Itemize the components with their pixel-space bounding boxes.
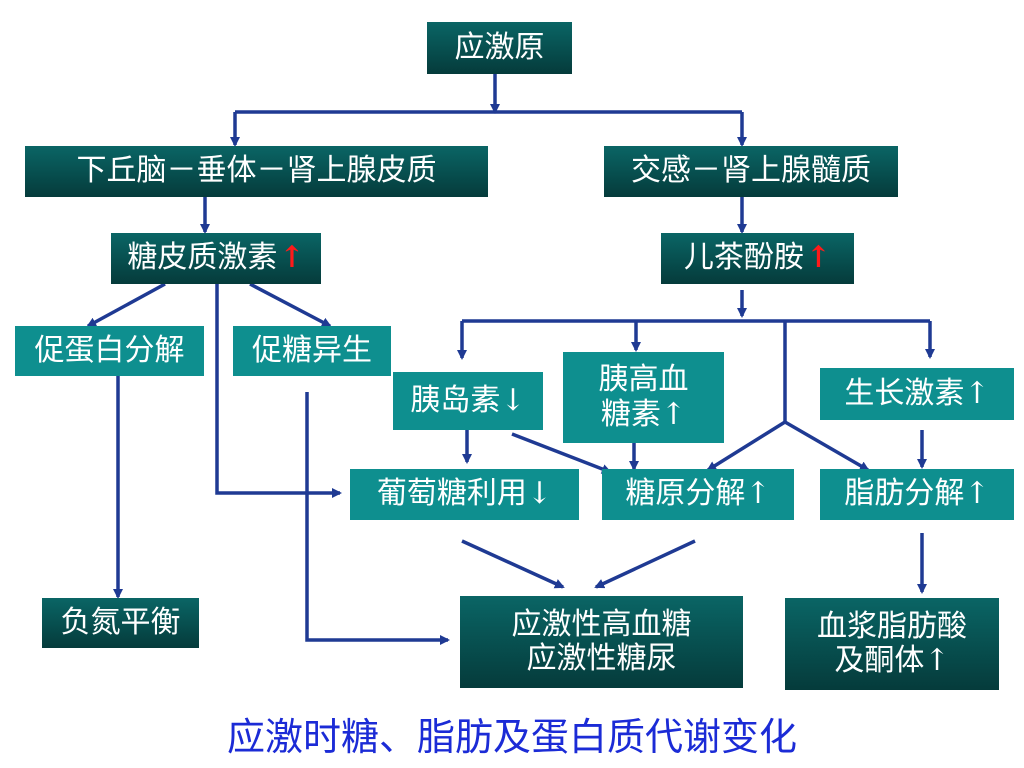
node-insulin-label: 胰岛素↓ <box>410 382 526 418</box>
node-glucocorticoid: 糖皮质激素↑ <box>111 233 321 284</box>
node-negative-nitrogen: 负氮平衡 <box>42 598 199 648</box>
edge-glycogenolysis-hyperglycemia <box>594 539 696 589</box>
node-glucose-use-label: 葡萄糖利用↓ <box>376 476 553 512</box>
edge-center-lipolysis <box>784 420 870 472</box>
node-stress-hyperglycemia-line2: 应激性糖尿 <box>526 641 677 676</box>
node-glucagon-line1: 胰高血 <box>598 362 689 397</box>
node-sympathetic: 交感－肾上腺髓质 <box>604 146 898 197</box>
node-negative-nitrogen-label: 负氮平衡 <box>60 604 181 640</box>
node-ffa-ketone-line1: 血浆脂肪酸 <box>817 608 967 644</box>
node-glycogenolysis-label: 糖原分解↑ <box>625 476 771 512</box>
node-protein-breakdown-label: 促蛋白分解 <box>34 332 185 368</box>
node-protein-breakdown: 促蛋白分解 <box>15 326 204 376</box>
node-glucocorticoid-label: 糖皮质激素 <box>127 240 278 276</box>
node-growth-hormone: 生长激素↑ <box>820 368 1014 420</box>
up-arrow-icon: ↑ <box>279 240 305 276</box>
edge-glucose-use-hyperglycemia <box>461 539 565 589</box>
node-gluconeogenesis-label: 促糖异生 <box>252 332 372 368</box>
diagram-caption: 应激时糖、脂肪及蛋白质代谢变化 <box>226 715 797 759</box>
node-stress-hyperglycemia-line1: 应激性高血糖 <box>511 606 692 642</box>
node-hpa-label: 下丘脑－垂体－肾上腺皮质 <box>76 153 437 189</box>
node-hpa: 下丘脑－垂体－肾上腺皮质 <box>25 146 488 197</box>
node-ffa-ketone: 血浆脂肪酸 及酮体↑ <box>785 598 999 690</box>
node-growth-hormone-label: 生长激素↑ <box>844 375 990 411</box>
node-gluconeogenesis: 促糖异生 <box>233 326 391 376</box>
node-stress-hyperglycemia: 应激性高血糖 应激性糖尿 <box>460 596 743 688</box>
node-stressor-label: 应激原 <box>454 29 545 65</box>
node-ffa-ketone-line2: 及酮体↑ <box>834 643 950 678</box>
node-glycogenolysis: 糖原分解↑ <box>602 469 794 520</box>
edge-gc-glucose-use <box>215 284 342 498</box>
node-glucagon-line2: 糖素↑ <box>600 396 687 432</box>
node-lipolysis-label: 脂肪分解↑ <box>844 476 990 512</box>
node-glucose-use: 葡萄糖利用↓ <box>350 469 579 520</box>
edge-gc-gluconeo <box>249 282 332 328</box>
node-sympathetic-label: 交感－肾上腺髓质 <box>631 153 871 189</box>
node-stressor: 应激原 <box>427 22 572 74</box>
edge-gc-protein <box>86 282 166 328</box>
node-catecholamine: 儿茶酚胺↑ <box>661 233 854 284</box>
node-glucagon: 胰高血 糖素↑ <box>563 352 724 443</box>
node-lipolysis: 脂肪分解↑ <box>820 469 1014 520</box>
node-catecholamine-label: 儿茶酚胺 <box>683 240 804 276</box>
node-insulin: 胰岛素↓ <box>393 372 543 430</box>
up-arrow-icon: ↑ <box>805 240 832 276</box>
